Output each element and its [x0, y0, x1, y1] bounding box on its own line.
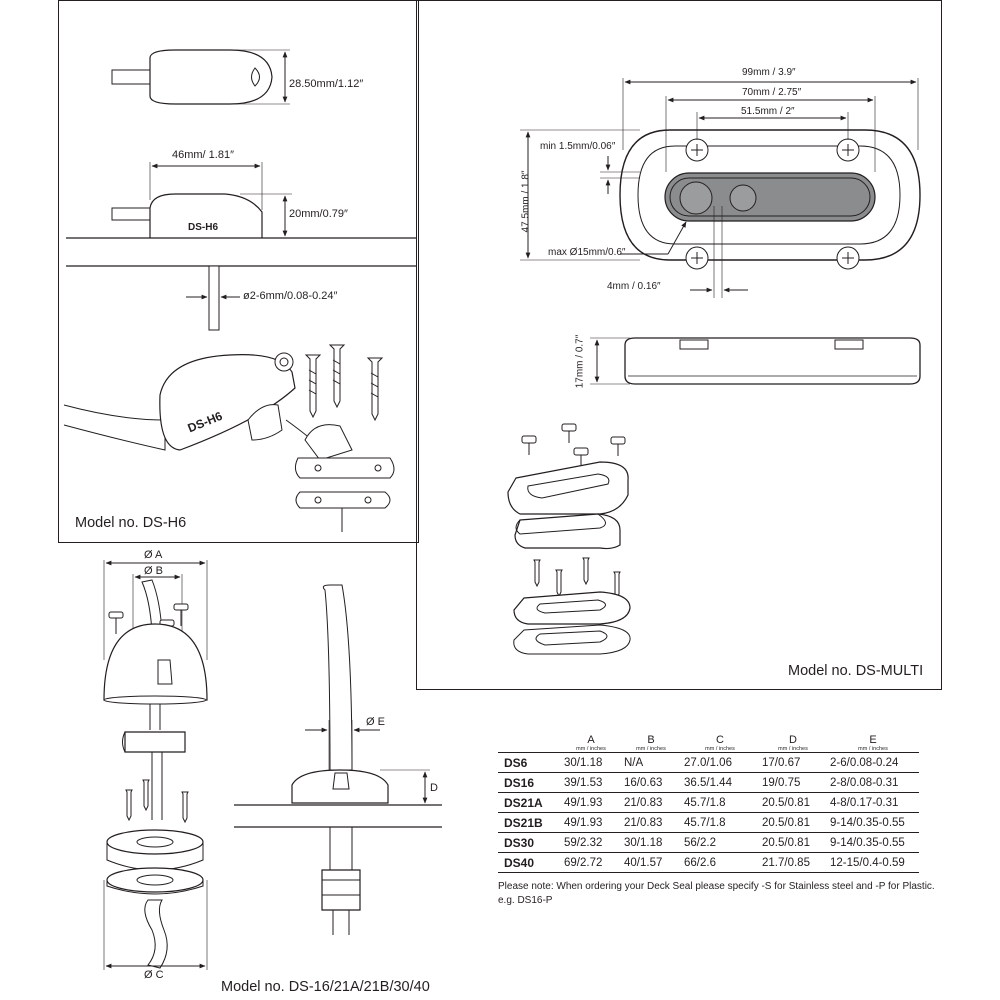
model-label-ds-series: Model no. DS-16/21A/21B/30/40 — [221, 979, 430, 995]
dim-multi-70: 70mm / 2.75″ — [742, 87, 802, 98]
ds-h6-top-view — [111, 49, 290, 105]
ds-series-exploded-view — [103, 560, 208, 970]
dim-multi-min: min 1.5mm/0.06″ — [540, 141, 616, 152]
panel-ds-h6 — [58, 0, 419, 543]
model-label-ds-multi: Model no. DS-MULTI — [788, 663, 924, 679]
ds-h6-side-view — [66, 162, 416, 331]
ordering-note-line1: Please note: When ordering your Deck Sea… — [498, 881, 935, 892]
model-label-ds-h6: Model no. DS-H6 — [75, 515, 187, 531]
dim-h6-cable: ø2-6mm/0.08-0.24″ — [243, 290, 338, 302]
dim-multi-max: max Ø15mm/0.6″ — [548, 247, 626, 258]
ds-series-side-view — [234, 584, 442, 935]
dim-ds-a: Ø A — [144, 549, 163, 561]
ds-multi-top-view — [520, 78, 921, 298]
header-model — [498, 730, 561, 753]
dim-h6-width: 28.50mm/1.12″ — [289, 78, 364, 90]
dim-multi-99: 99mm / 3.9″ — [742, 67, 796, 78]
ds-multi-side-view — [590, 337, 921, 385]
dim-h6-height: 20mm/0.79″ — [289, 208, 348, 220]
ds-multi-exploded-view — [507, 423, 631, 655]
ordering-note-line2: e.g. DS16-P — [498, 895, 553, 906]
dim-ds-b: Ø B — [144, 565, 163, 577]
panel-ds-multi — [416, 0, 942, 690]
dim-h6-length: 46mm/ 1.81″ — [172, 149, 234, 161]
dim-multi-17: 17mm / 0.7″ — [574, 334, 586, 389]
dim-multi-51-5: 51.5mm / 2″ — [741, 106, 795, 117]
ds-h6-exploded-view — [63, 344, 395, 532]
dim-ds-c: Ø C — [144, 969, 164, 981]
ordering-note: Please note: When ordering your Deck Sea… — [498, 880, 935, 908]
dim-multi-4: 4mm / 0.16″ — [607, 281, 661, 292]
dim-ds-e: Ø E — [366, 716, 385, 728]
dim-multi-47-5: 47.5mm / 1.8″ — [520, 170, 532, 233]
h6-body-marking: DS-H6 — [188, 222, 219, 233]
dim-ds-d: D — [430, 782, 438, 794]
